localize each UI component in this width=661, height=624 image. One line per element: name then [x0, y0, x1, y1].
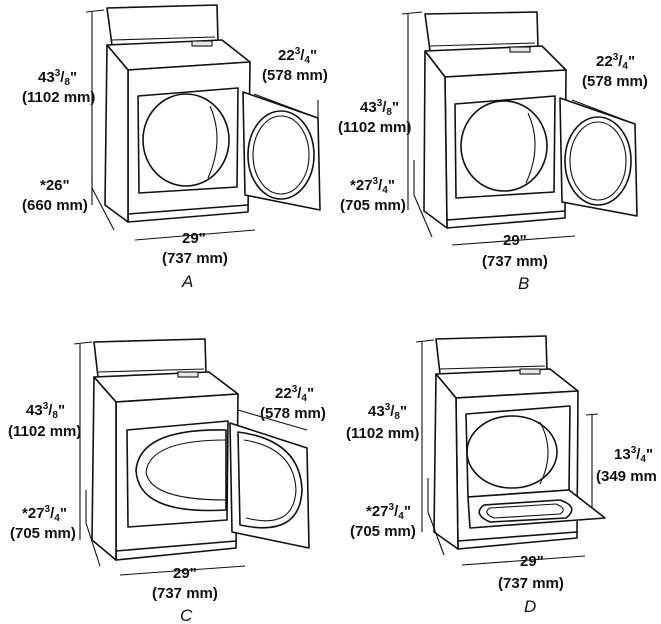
width-mm-b: (737 mm) — [482, 253, 548, 270]
depth-inches-b: *273/4" — [350, 176, 395, 196]
door-mm-b: (578 mm) — [582, 73, 648, 90]
door-mm-a: (578 mm) — [262, 67, 328, 84]
door-mm-d: (349 mm — [596, 468, 657, 485]
dryer-b-door — [559, 97, 638, 217]
dryer-b-dimension-lines — [401, 11, 636, 246]
depth-mm-b: (705 mm) — [340, 197, 406, 214]
height-mm-c: (1102 mm) — [8, 423, 81, 440]
height-inches-d: 433/8" — [368, 402, 407, 422]
dryer-c-door — [229, 422, 310, 549]
caption-b: B — [518, 274, 529, 293]
width-mm-c: (737 mm) — [152, 585, 218, 602]
height-mm-a: (1102 mm) — [22, 89, 95, 106]
depth-mm-c: (705 mm) — [10, 525, 76, 542]
dryer-d-dimension-lines — [415, 339, 606, 566]
door-inches-c: 223/4" — [275, 384, 314, 404]
caption-c: C — [180, 606, 193, 624]
depth-inches-c: *273/4" — [22, 504, 67, 524]
dryer-a-dimension-lines — [85, 9, 319, 241]
dryer-c-dimension-lines — [73, 341, 308, 576]
diagram-c: 433/8" (1102 mm) *273/4" (705 mm) 223/4"… — [8, 338, 326, 624]
door-mm-c: (578 mm) — [260, 405, 326, 422]
depth-mm-d: (705 mm) — [350, 523, 416, 540]
height-mm-b: (1102 mm) — [338, 119, 411, 136]
depth-inches-d: *273/4" — [366, 502, 411, 522]
height-inches-c: 433/8" — [26, 401, 65, 421]
depth-inches-a: *26" — [40, 177, 70, 194]
width-inches-b: 29" — [503, 232, 527, 249]
width-inches-c: 29" — [173, 565, 197, 582]
door-inches-a: 223/4" — [278, 46, 317, 66]
dryer-b-cabinet — [423, 11, 567, 229]
height-inches-b: 433/8" — [360, 98, 399, 118]
dryer-a-door — [242, 91, 321, 211]
door-inches-d: 133/4" — [614, 445, 653, 465]
caption-a: A — [181, 272, 193, 291]
depth-mm-a: (660 mm) — [22, 197, 88, 214]
door-inches-b: 223/4" — [596, 52, 635, 72]
height-mm-d: (1102 mm) — [346, 425, 419, 442]
height-inches-a: 433/8" — [38, 68, 77, 88]
dryer-d-door — [467, 489, 606, 529]
width-mm-d: (737 mm) — [498, 575, 564, 592]
diagram-d: 433/8" (1102 mm) *273/4" (705 mm) 133/4"… — [346, 335, 657, 616]
caption-d: D — [524, 597, 536, 616]
diagram-a: 433/8" (1102 mm) *26" (660 mm) 223/4" (5… — [22, 4, 328, 291]
width-inches-d: 29" — [520, 553, 544, 570]
diagram-b: 433/8" (1102 mm) *273/4" (705 mm) 223/4"… — [338, 11, 648, 293]
dryer-c-cabinet — [91, 338, 239, 561]
width-inches-a: 29" — [182, 230, 206, 247]
dryer-a-cabinet — [104, 4, 251, 223]
width-mm-a: (737 mm) — [162, 250, 228, 267]
